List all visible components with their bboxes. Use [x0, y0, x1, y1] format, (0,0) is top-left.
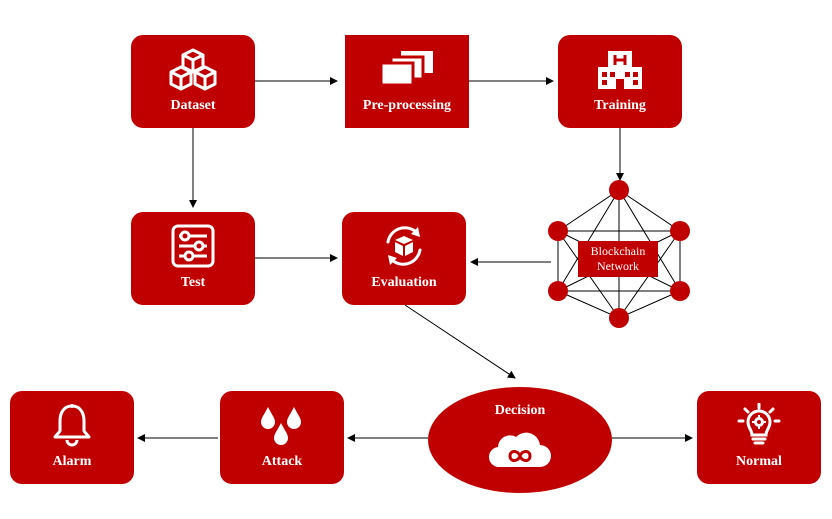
preprocessing-label: Pre-processing	[362, 98, 452, 113]
normal-node: Normal	[697, 391, 821, 484]
test-label: Test	[180, 275, 206, 290]
edge-evaluation-decision	[404, 304, 516, 379]
cloud-infinity-icon	[488, 432, 551, 468]
attack-label: Attack	[261, 454, 303, 469]
blockchain-label-line2: Network	[597, 259, 639, 273]
attack-node: Attack	[220, 391, 344, 484]
dataset-label: Dataset	[170, 98, 216, 113]
drops-icon	[261, 407, 301, 445]
blockchain-nodes	[548, 180, 690, 328]
hospital-building-icon	[598, 51, 642, 89]
blockchain-label-line1: Blockchain	[590, 244, 646, 258]
training-label: Training	[594, 98, 646, 113]
alarm-label: Alarm	[52, 454, 92, 469]
cubes-icon	[169, 48, 217, 91]
evaluation-label: Evaluation	[371, 275, 437, 290]
training-node: Training	[558, 35, 682, 128]
alarm-node: Alarm	[10, 391, 134, 484]
lightbulb-gear-icon	[737, 403, 781, 445]
blockchain-network-label: Blockchain Network	[578, 241, 658, 277]
sliders-icon	[171, 224, 215, 268]
box-refresh-icon	[386, 226, 422, 266]
dataset-node: Dataset	[131, 35, 255, 128]
bell-icon	[53, 404, 91, 447]
test-node: Test	[131, 212, 255, 305]
stacked-layers-icon	[379, 51, 433, 87]
evaluation-node: Evaluation	[342, 212, 466, 305]
decision-node: Decision	[428, 387, 612, 493]
normal-label: Normal	[736, 454, 782, 469]
decision-label: Decision	[494, 403, 546, 418]
preprocessing-node: Pre-processing	[345, 35, 469, 128]
